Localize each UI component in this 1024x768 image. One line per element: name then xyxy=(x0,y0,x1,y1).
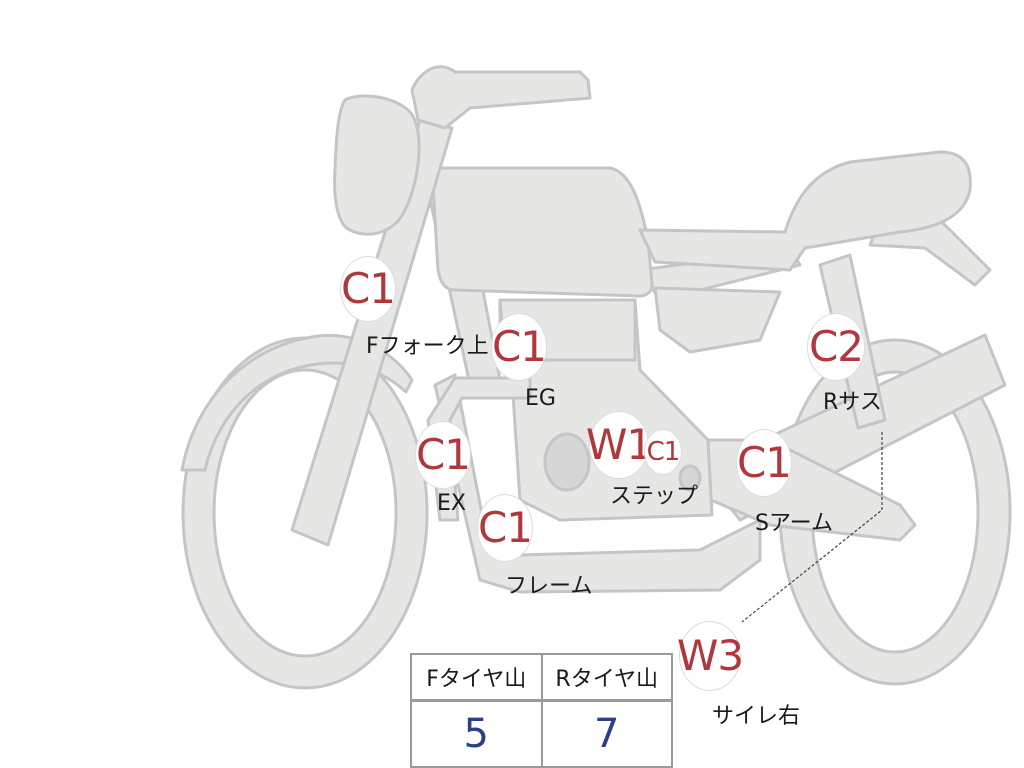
badge-w1: W1 xyxy=(586,412,653,478)
label-rear-shock: Rサス xyxy=(823,390,882,415)
engine-case-left xyxy=(543,432,591,492)
label-engine: EG xyxy=(525,386,556,411)
label-muffler-right: サイレ右 xyxy=(712,704,801,729)
badge-swing-arm: C1 xyxy=(737,430,792,496)
rear-tire-value: 7 xyxy=(540,699,673,768)
fuel-tank xyxy=(430,166,654,298)
handlebar xyxy=(410,65,592,130)
w3-leader-line xyxy=(741,432,883,623)
side-cover xyxy=(653,286,782,354)
front-fender xyxy=(180,333,414,472)
front-tire-value: 5 xyxy=(410,699,543,768)
badge-muffler-right: W3 xyxy=(677,622,744,690)
tire-table-header-row: Fタイヤ山 Rタイヤ山 xyxy=(410,653,673,702)
badge-frame: C1 xyxy=(478,495,533,561)
tire-table-value-row: 5 7 xyxy=(410,699,673,768)
label-exhaust: EX xyxy=(437,491,466,516)
label-swing-arm: Sアーム xyxy=(755,511,833,536)
badge-engine: C1 xyxy=(492,314,547,380)
badge-step: C1 xyxy=(645,430,681,474)
badge-rear-shock: C2 xyxy=(808,314,864,380)
tire-tread-table: Fタイヤ山 Rタイヤ山 5 7 xyxy=(410,653,673,768)
label-fork-upper: Fフォーク上 xyxy=(366,334,489,359)
rear-tire-header: Rタイヤ山 xyxy=(540,653,673,702)
seat xyxy=(638,150,972,272)
engine-case-right xyxy=(678,464,702,492)
front-tire-header: Fタイヤ山 xyxy=(410,653,543,702)
badge-fork-upper: C1 xyxy=(341,257,396,321)
label-step: ステップ xyxy=(610,484,699,509)
headlight xyxy=(333,94,421,236)
badge-exhaust: C1 xyxy=(416,422,471,488)
label-frame: フレーム xyxy=(505,574,593,599)
